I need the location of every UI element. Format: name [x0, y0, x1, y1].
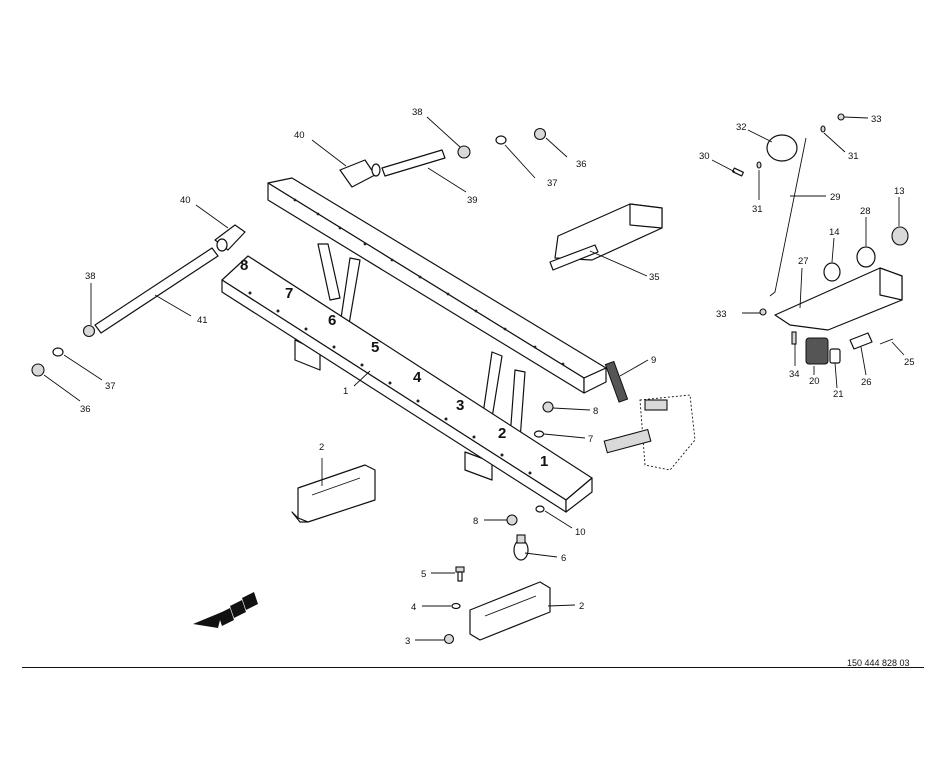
callout-5: 5 — [421, 569, 426, 580]
pin-part-26 — [849, 332, 873, 350]
nut-part-8-upper — [542, 401, 554, 413]
nut-part-33-lower — [759, 308, 767, 316]
callout-14: 14 — [829, 227, 840, 238]
slot-number-7: 7 — [285, 285, 293, 302]
callout-36-upper: 36 — [576, 159, 587, 170]
washer-part-7 — [533, 430, 545, 438]
ghost-linkage-assembly — [603, 394, 696, 471]
main-beam-lower: 8 7 6 5 4 3 2 1 — [221, 255, 593, 513]
callout-8-lower: 8 — [473, 516, 478, 527]
clevis-part-40-left — [214, 224, 246, 252]
callout-10: 10 — [575, 527, 586, 538]
ring-part-14 — [823, 262, 841, 282]
nut-part-38-upper — [457, 145, 471, 159]
nut-part-33-top — [837, 113, 845, 121]
callout-38-upper: 38 — [412, 107, 423, 118]
callout-35: 35 — [649, 272, 660, 283]
pin-part-39 — [381, 149, 446, 177]
pin-part-34 — [791, 331, 797, 345]
shaft-part-41 — [94, 247, 219, 334]
slot-number-1: 1 — [540, 453, 548, 470]
pin-part-31-right — [820, 125, 826, 133]
callout-8-upper: 8 — [593, 406, 598, 417]
callout-29: 29 — [830, 192, 841, 203]
gear-part-20 — [805, 337, 829, 365]
leader-lines — [43, 116, 905, 641]
drawing-reference-number: 150 444 828 03 — [847, 658, 910, 668]
callout-36-left: 36 — [80, 404, 91, 415]
footer-rule — [22, 667, 924, 668]
mounting-bracket-left — [291, 464, 376, 523]
washer-part-10 — [535, 505, 545, 513]
callout-33-top: 33 — [871, 114, 882, 125]
main-beam-supports — [294, 243, 526, 481]
callout-31-right: 31 — [848, 151, 859, 162]
callout-3: 3 — [405, 636, 410, 647]
callout-37-left: 37 — [105, 381, 116, 392]
washer-part-37-left — [52, 347, 64, 357]
callout-25: 25 — [904, 357, 915, 368]
spring-part-9 — [604, 360, 629, 403]
callout-40-upper: 40 — [294, 130, 305, 141]
pin-part-31-left — [756, 161, 762, 169]
callout-33-lower: 33 — [716, 309, 727, 320]
clevis-part-40-upper — [339, 159, 381, 188]
mounting-bracket-right — [469, 581, 551, 641]
slot-number-2: 2 — [498, 425, 506, 442]
callout-21: 21 — [833, 389, 844, 400]
ring-part-28 — [856, 246, 876, 268]
lever-part-27 — [774, 267, 903, 331]
nut-part-36-left — [31, 363, 45, 377]
main-beam-upper — [267, 177, 607, 394]
slot-number-5: 5 — [371, 339, 379, 356]
nut-part-3 — [443, 633, 455, 645]
bushing-part-13 — [891, 226, 909, 246]
callout-13: 13 — [894, 186, 905, 197]
nut-part-36-upper — [533, 127, 547, 141]
callout-26: 26 — [861, 377, 872, 388]
callout-31-left: 31 — [752, 204, 763, 215]
callout-20: 20 — [809, 376, 820, 387]
nut-part-8-lower — [506, 514, 518, 526]
callout-1: 1 — [343, 386, 348, 397]
callout-2-left: 2 — [319, 442, 324, 453]
slot-number-6: 6 — [328, 312, 336, 329]
screw-part-30 — [732, 167, 744, 177]
disc-part-32 — [766, 134, 798, 162]
callout-27: 27 — [798, 256, 809, 267]
callout-7: 7 — [588, 434, 593, 445]
callout-38-left: 38 — [85, 271, 96, 282]
callout-32: 32 — [736, 122, 747, 133]
callout-2-right: 2 — [579, 601, 584, 612]
slot-number-3: 3 — [456, 397, 464, 414]
slot-number-8: 8 — [240, 257, 248, 274]
nut-part-38-left — [82, 324, 96, 338]
rod-part-29 — [769, 137, 807, 297]
eye-bolt-part-6 — [513, 534, 529, 561]
washer-part-4 — [451, 602, 461, 610]
callout-9: 9 — [651, 355, 656, 366]
direction-arrow-icon — [193, 592, 258, 628]
callout-41: 41 — [197, 315, 208, 326]
callout-40-left: 40 — [180, 195, 191, 206]
cotter-part-25 — [879, 338, 894, 345]
callout-labels: 1 2 2 3 4 5 6 7 8 8 9 10 13 14 20 21 25 … — [80, 107, 915, 647]
washer-part-37-upper — [495, 135, 507, 145]
callout-30: 30 — [699, 151, 710, 162]
callout-34: 34 — [789, 369, 800, 380]
slot-number-4: 4 — [413, 369, 422, 386]
callout-37-upper: 37 — [547, 178, 558, 189]
callout-28: 28 — [860, 206, 871, 217]
bolt-part-5 — [455, 566, 465, 582]
callout-39: 39 — [467, 195, 478, 206]
callout-6: 6 — [561, 553, 566, 564]
arm-part-35 — [549, 203, 663, 271]
bushing-part-21 — [829, 348, 841, 364]
callout-4: 4 — [411, 602, 416, 613]
